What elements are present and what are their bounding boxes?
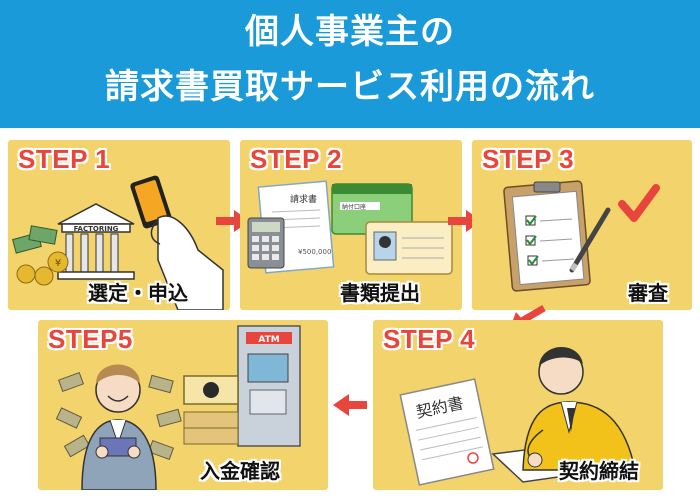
invoice-title: 請求書 bbox=[290, 193, 317, 205]
atm-sign: ATM bbox=[258, 335, 279, 345]
step-5-label: STEP5 bbox=[48, 324, 133, 354]
step-3-panel: STEP 3 審査 bbox=[472, 140, 692, 310]
step-3-label: STEP 3 bbox=[482, 144, 575, 174]
page-title-line2: 請求書買取サービス利用の流れ bbox=[105, 67, 595, 107]
step-4-caption: 契約締結 bbox=[559, 459, 639, 483]
check-icon bbox=[618, 184, 660, 222]
page-title-line1: 個人事業主の bbox=[245, 12, 455, 52]
step-3-caption: 審査 bbox=[628, 281, 668, 305]
invoice-amount: ¥500,000 bbox=[298, 248, 331, 256]
step-5-caption: 入金確認 bbox=[200, 459, 280, 483]
card-title: 納付口座 bbox=[342, 203, 366, 211]
step-1-caption: 選定・申込 bbox=[88, 281, 188, 305]
bank-smartphone-illustration: FACTORING ¥ bbox=[12, 175, 224, 310]
man-signing-illustration: 契約書 bbox=[399, 346, 637, 486]
clipboard-illustration bbox=[503, 180, 660, 292]
step-2-label: STEP 2 bbox=[250, 144, 343, 174]
man-money-atm-illustration: ATM bbox=[55, 325, 301, 490]
step-1-panel: FACTORING ¥ STEP 1 選定・申込 bbox=[8, 140, 230, 310]
step-5-panel: ATM STEP5 入金確認 bbox=[38, 320, 328, 490]
step-4-panel: 契約書 STEP 4 契約締結 bbox=[373, 320, 663, 490]
step-2-panel: 請求書 ¥500,000 納付口座 STEP 2 書類提出 bbox=[240, 140, 462, 310]
coin-yen: ¥ bbox=[55, 258, 61, 269]
step-1-label: STEP 1 bbox=[18, 144, 111, 174]
documents-illustration: 請求書 ¥500,000 納付口座 bbox=[247, 180, 453, 275]
step-2-caption: 書類提出 bbox=[340, 281, 420, 305]
step-4-label: STEP 4 bbox=[383, 324, 476, 354]
bank-sign-text: FACTORING bbox=[74, 225, 119, 233]
title-banner: 個人事業主の 請求書買取サービス利用の流れ bbox=[0, 0, 700, 128]
arrow-left-icon bbox=[333, 394, 367, 416]
